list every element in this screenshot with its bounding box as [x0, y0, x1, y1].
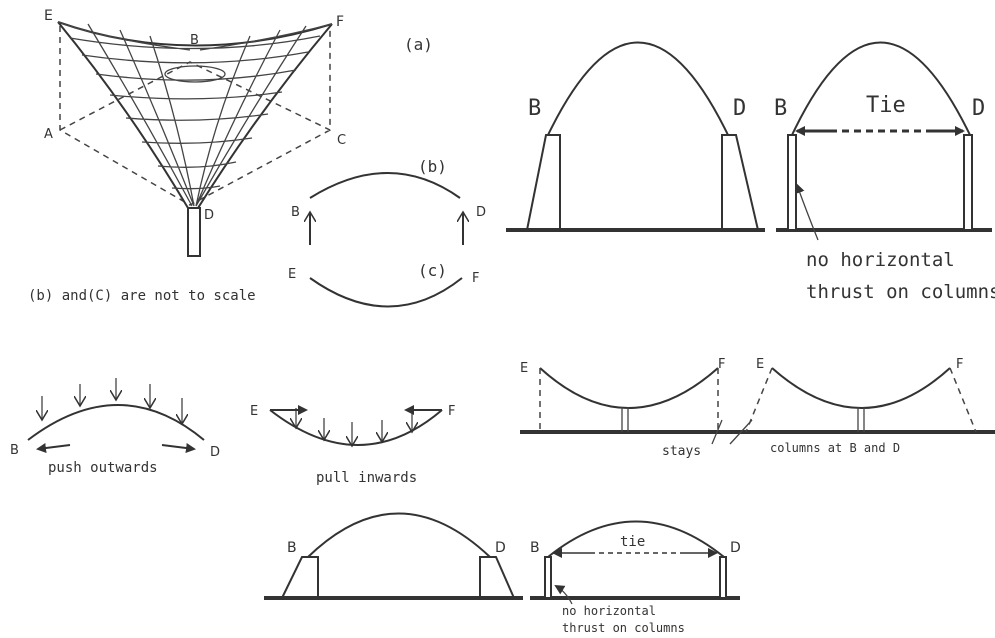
bottom-left-label-D: D — [495, 540, 506, 556]
top-note-line2: thrust on columns — [806, 281, 995, 303]
arch-label-D: D — [476, 205, 486, 220]
arch-label-B: B — [291, 205, 300, 220]
caption-c: (c) — [418, 261, 447, 280]
push-caption: push outwards — [48, 460, 158, 476]
top-right-label-D: D — [972, 96, 985, 121]
point-label-F: F — [336, 14, 344, 30]
loaded-arch-curve — [27, 404, 205, 441]
bottom-tie-label: tie — [620, 534, 645, 550]
push-arrow-left — [36, 443, 71, 453]
loaded-cable-label-F: F — [448, 404, 455, 419]
saddle-base-dashed-outline — [59, 26, 331, 206]
point-label-B: B — [190, 33, 199, 48]
bottom-buttress-figure: B D — [264, 512, 523, 600]
saddle-center-ellipse — [164, 65, 226, 83]
saddle-surface-figure: E B F A C D (a) — [44, 8, 433, 257]
arch-curve-right — [791, 41, 971, 136]
caption-b: (b) — [418, 157, 447, 176]
cable-curve-right — [771, 367, 951, 409]
point-label-C: C — [337, 133, 346, 148]
saddle-support-column — [187, 207, 201, 257]
pull-caption: pull inwards — [316, 470, 417, 486]
bottom-note-line2: thrust on columns — [562, 621, 685, 635]
arch-load-arrows — [42, 378, 182, 424]
cable-load-figure: E F pull inwards — [250, 404, 455, 486]
top-note-line1: no horizontal — [806, 249, 955, 271]
arch-buttress-figure: B D — [506, 41, 765, 232]
column-pair-left — [621, 407, 629, 432]
bottom-tie-figure: B D tie no horizontal thrust on columns — [530, 520, 741, 635]
top-left-label-D: D — [733, 96, 746, 121]
column-left — [787, 134, 797, 231]
loaded-cable-label-E: E — [250, 404, 258, 419]
caption-a: (a) — [404, 35, 433, 54]
scale-note: (b) and(C) are not to scale — [28, 288, 256, 304]
bottom-right-label-D: D — [730, 540, 741, 556]
column-pair-right — [857, 407, 865, 432]
saddle-grid — [57, 21, 333, 209]
bottom-arch-right — [547, 520, 725, 558]
loaded-arch-label-D: D — [210, 445, 220, 460]
column-right — [963, 134, 973, 231]
stays-pointer — [711, 419, 753, 445]
bottom-note-line1: no horizontal — [562, 604, 656, 618]
mid-right-label-F: F — [956, 357, 963, 372]
arch-cable-figure: (b) (c) B D E F (b) and(C) are not to sc… — [28, 157, 486, 308]
point-label-A: A — [44, 127, 53, 142]
bottom-column-left — [544, 556, 552, 599]
arch-b-curve — [309, 172, 461, 199]
saddle-edge-left — [57, 21, 189, 209]
arch-tie-figure: B D Tie no horizontal thrust on columns — [774, 41, 995, 303]
bottom-column-right — [719, 556, 727, 599]
push-arrow-right — [161, 443, 196, 453]
arch-curve-left — [547, 41, 729, 136]
saddle-grid-lines — [57, 21, 333, 207]
tie-label: Tie — [866, 93, 906, 118]
mid-left-label-E: E — [520, 361, 528, 376]
columns-label: columns at B and D — [770, 441, 900, 455]
top-left-label-B: B — [528, 96, 541, 121]
bottom-buttress-right — [479, 556, 515, 599]
bottom-left-label-B: B — [287, 540, 297, 556]
stay-right-2 — [949, 367, 977, 433]
top-right-label-B: B — [774, 96, 787, 121]
cable-label-F: F — [472, 271, 479, 286]
saddle-edge-right — [197, 23, 333, 209]
bottom-arch-left — [307, 512, 491, 558]
cable-stays-figure: E F E F stays columns at B and D — [520, 357, 995, 459]
mid-right-label-E: E — [756, 357, 764, 372]
buttress-left — [526, 134, 561, 231]
loaded-arch-label-B: B — [10, 443, 19, 458]
point-label-E: E — [44, 8, 53, 24]
cable-curve-left — [539, 367, 719, 409]
note-pointer-arrow — [795, 183, 819, 241]
mid-left-label-F: F — [718, 357, 725, 372]
stays-label: stays — [662, 444, 701, 459]
bottom-right-label-B: B — [530, 540, 540, 556]
point-label-D: D — [204, 208, 214, 223]
buttress-right — [721, 134, 759, 231]
arch-load-figure: B D push outwards — [10, 378, 220, 476]
cable-label-E: E — [288, 267, 296, 282]
cable-load-arrows — [296, 408, 412, 446]
cable-c-curve — [309, 277, 463, 308]
bottom-note-pointer — [554, 584, 573, 605]
bottom-buttress-left — [281, 556, 319, 599]
